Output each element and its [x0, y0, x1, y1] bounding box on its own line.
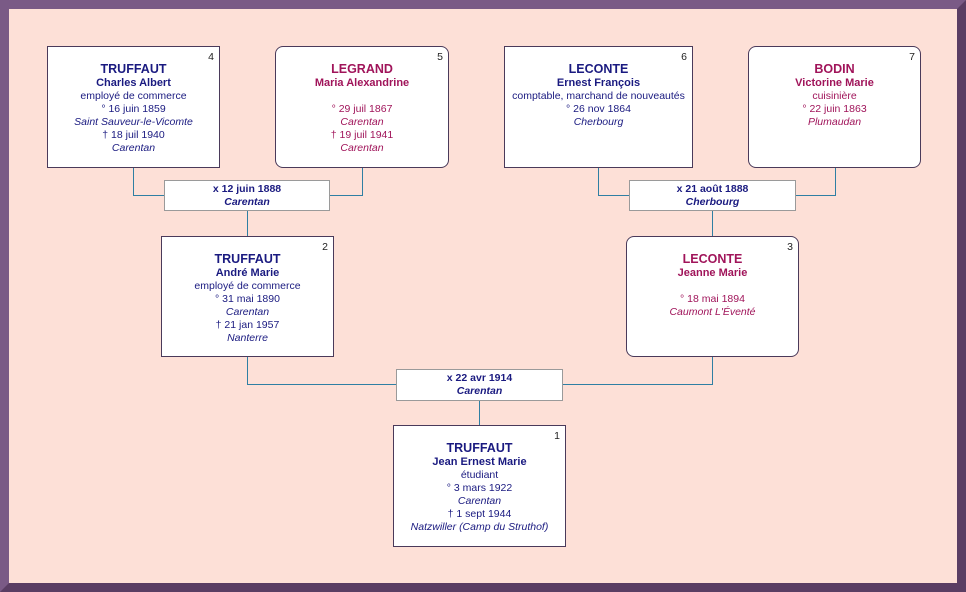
- birth-date: ° 22 juin 1863: [802, 103, 867, 115]
- sosa-number: 4: [208, 51, 214, 63]
- death-place: Carentan: [340, 142, 384, 154]
- given-names: Jeanne Marie: [677, 267, 748, 279]
- surname: LECONTE: [568, 62, 629, 76]
- surname: TRUFFAUT: [214, 252, 281, 266]
- person-card-2[interactable]: 2 TRUFFAUT André Marie employé de commer…: [161, 236, 334, 357]
- birth-place: Plumaudan: [807, 116, 862, 128]
- connector-line: [330, 195, 363, 196]
- given-names: André Marie: [215, 267, 280, 279]
- connector-line: [598, 167, 599, 196]
- connector-line: [247, 210, 248, 237]
- connector-line: [133, 195, 165, 196]
- birth-place: Carentan: [225, 306, 270, 318]
- connector-line: [133, 167, 134, 196]
- surname: BODIN: [814, 62, 855, 76]
- death-date: † 18 juil 1940: [102, 129, 165, 141]
- birth-place: Caumont L'Éventé: [669, 306, 756, 318]
- sosa-number: 3: [787, 241, 793, 253]
- death-place: Natzwiller (Camp du Struthof): [410, 521, 549, 533]
- sosa-number: 1: [554, 430, 560, 442]
- sosa-number: 2: [322, 241, 328, 253]
- connector-line: [479, 400, 480, 426]
- person-card-7[interactable]: 7 BODIN Victorine Marie cuisinière ° 22 …: [748, 46, 921, 168]
- occupation: comptable, marchand de nouveautés: [512, 90, 685, 102]
- birth-date: ° 31 mai 1890: [215, 293, 280, 305]
- person-card-4[interactable]: 4 TRUFFAUT Charles Albert employé de com…: [47, 46, 220, 168]
- marriage-date: x 21 août 1888: [676, 183, 749, 195]
- spacer: [627, 280, 798, 293]
- surname: LECONTE: [682, 252, 743, 266]
- connector-line: [795, 195, 836, 196]
- birth-place: Saint Sauveur-le-Vicomte: [74, 116, 193, 128]
- birth-date: ° 26 nov 1864: [566, 103, 631, 115]
- connector-line: [247, 356, 248, 385]
- connector-line: [598, 195, 630, 196]
- connector-line: [562, 384, 713, 385]
- death-date: † 21 jan 1957: [215, 319, 280, 331]
- given-names: Maria Alexandrine: [314, 77, 410, 89]
- marriage-box-6-7[interactable]: x 21 août 1888 Cherbourg: [629, 180, 796, 211]
- connector-line: [362, 167, 363, 196]
- surname: TRUFFAUT: [446, 441, 513, 455]
- spacer: [276, 90, 448, 103]
- marriage-box-4-5[interactable]: x 12 juin 1888 Carentan: [164, 180, 330, 211]
- marriage-date: x 22 avr 1914: [446, 372, 513, 384]
- occupation: employé de commerce: [194, 280, 301, 292]
- marriage-place: Carentan: [456, 385, 503, 397]
- person-card-6[interactable]: 6 LECONTE Ernest François comptable, mar…: [504, 46, 693, 168]
- surname: LEGRAND: [331, 62, 393, 76]
- sosa-number: 7: [909, 51, 915, 63]
- occupation: cuisinière: [812, 90, 857, 102]
- marriage-place: Carentan: [224, 196, 270, 208]
- connector-line: [835, 167, 836, 196]
- person-card-3[interactable]: 3 LECONTE Jeanne Marie ° 18 mai 1894 Cau…: [626, 236, 799, 357]
- birth-place: Cherbourg: [573, 116, 624, 128]
- given-names: Charles Albert: [96, 77, 171, 89]
- connector-line: [712, 210, 713, 237]
- birth-date: ° 29 juil 1867: [331, 103, 393, 115]
- death-place: Nanterre: [227, 332, 268, 344]
- marriage-place: Cherbourg: [685, 196, 740, 208]
- connector-line: [247, 384, 397, 385]
- given-names: Victorine Marie: [795, 77, 874, 89]
- person-card-1[interactable]: 1 TRUFFAUT Jean Ernest Marie étudiant ° …: [393, 425, 566, 547]
- sosa-number: 5: [437, 51, 443, 63]
- birth-date: ° 18 mai 1894: [680, 293, 745, 305]
- given-names: Ernest François: [556, 77, 641, 89]
- death-date: † 1 sept 1944: [447, 508, 512, 520]
- person-card-5[interactable]: 5 LEGRAND Maria Alexandrine ° 29 juil 18…: [275, 46, 449, 168]
- surname: TRUFFAUT: [100, 62, 167, 76]
- occupation: employé de commerce: [80, 90, 187, 102]
- sosa-number: 6: [681, 51, 687, 63]
- marriage-date: x 12 juin 1888: [212, 183, 282, 195]
- birth-date: ° 16 juin 1859: [101, 103, 166, 115]
- birth-place: Carentan: [457, 495, 502, 507]
- occupation: étudiant: [460, 469, 499, 481]
- birth-date: ° 3 mars 1922: [446, 482, 513, 494]
- death-place: Carentan: [111, 142, 156, 154]
- birth-place: Carentan: [340, 116, 384, 128]
- connector-line: [712, 356, 713, 385]
- marriage-box-2-3[interactable]: x 22 avr 1914 Carentan: [396, 369, 563, 401]
- given-names: Jean Ernest Marie: [432, 456, 527, 468]
- death-date: † 19 juil 1941: [330, 129, 394, 141]
